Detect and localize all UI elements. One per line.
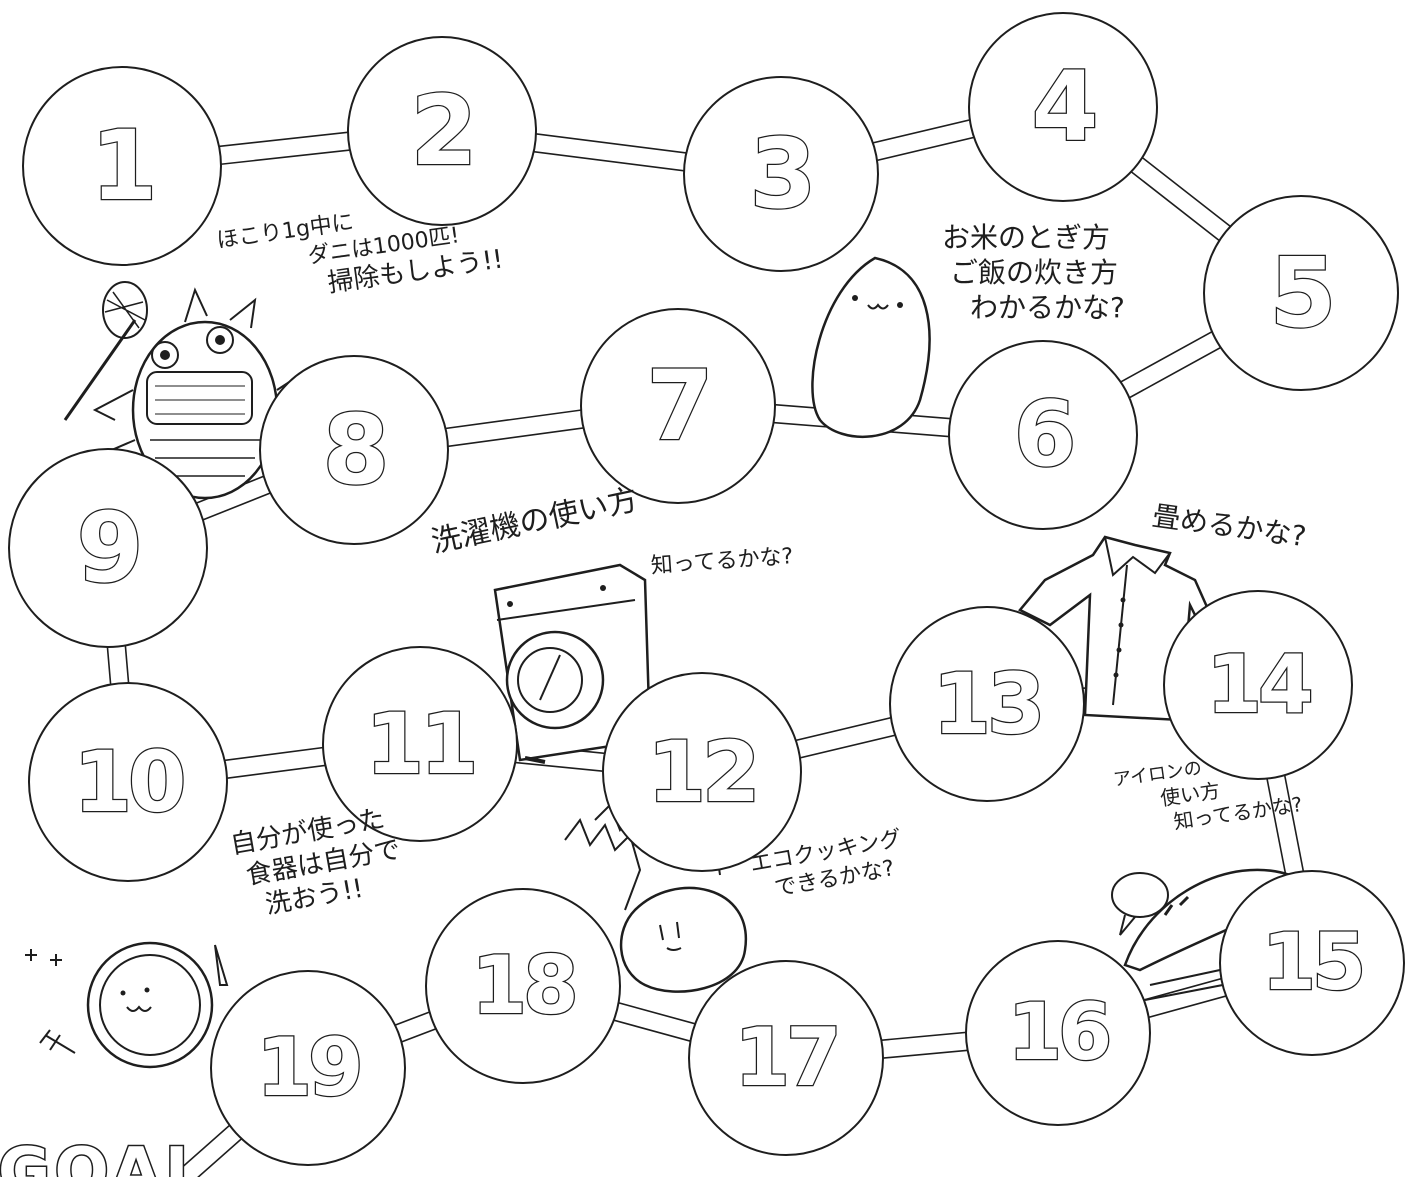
square-10[interactable]: 10 [28, 682, 228, 882]
rice-note-line-1: お米のとぎ方 [942, 221, 1111, 254]
square-9[interactable]: 9 [8, 448, 208, 648]
goal-label: GOAL [0, 1134, 210, 1177]
mite-icon [63, 281, 301, 500]
square-5[interactable]: 5 [1203, 195, 1399, 391]
plate-icon [25, 941, 229, 1069]
square-3[interactable]: 3 [683, 76, 879, 272]
square-9-number: 9 [75, 492, 144, 604]
square-11-number: 11 [364, 695, 479, 793]
square-12[interactable]: 12 [602, 672, 802, 872]
square-10-number: 10 [72, 733, 187, 831]
square-15[interactable]: 15 [1219, 870, 1405, 1056]
square-15-number: 15 [1260, 918, 1367, 1008]
square-18-number: 18 [470, 939, 580, 1032]
square-13[interactable]: 13 [889, 606, 1085, 802]
square-6[interactable]: 6 [948, 340, 1138, 530]
rice-grain-icon [811, 256, 931, 438]
square-19[interactable]: 19 [210, 970, 406, 1166]
square-7[interactable]: 7 [580, 308, 776, 504]
rice-note-line-2: ご飯の炊き方 [950, 256, 1119, 289]
square-16-number: 16 [1006, 988, 1113, 1078]
square-7-number: 7 [645, 350, 714, 462]
square-3-number: 3 [748, 118, 817, 230]
square-14[interactable]: 14 [1163, 590, 1353, 780]
square-8-number: 8 [321, 394, 390, 506]
square-6-number: 6 [1012, 382, 1077, 487]
square-4-number: 4 [1030, 51, 1099, 163]
square-17-number: 17 [733, 1011, 843, 1104]
square-5-number: 5 [1268, 237, 1337, 349]
square-2[interactable]: 2 [347, 36, 537, 226]
square-12-number: 12 [646, 723, 761, 821]
square-14-number: 14 [1205, 638, 1315, 731]
square-1[interactable]: 1 [22, 66, 222, 266]
rice-note-line-3: わかるかな? [970, 291, 1125, 324]
square-2-number: 2 [409, 75, 478, 187]
square-1-number: 1 [89, 110, 158, 222]
square-8[interactable]: 8 [259, 355, 449, 545]
square-17[interactable]: 17 [688, 960, 884, 1156]
square-4[interactable]: 4 [968, 12, 1158, 202]
washing-machine-icon [493, 563, 652, 764]
square-11[interactable]: 11 [322, 646, 518, 842]
square-18[interactable]: 18 [425, 888, 621, 1084]
square-19-number: 19 [255, 1021, 365, 1114]
rice-note: お米のとぎ方 ご飯の炊き方 わかるかな? [942, 220, 1125, 325]
square-13-number: 13 [931, 655, 1046, 753]
square-16[interactable]: 16 [965, 940, 1151, 1126]
